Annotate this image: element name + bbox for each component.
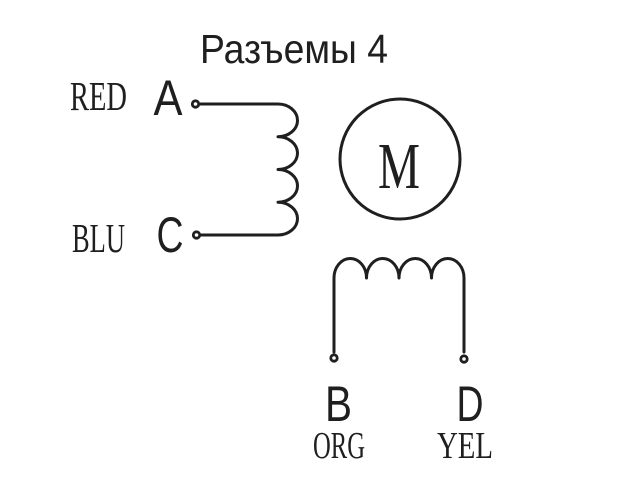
wire-color-label-org: ORG: [313, 425, 365, 467]
winding-bd-group: B ORG D YEL: [313, 257, 493, 467]
pin-label-d: D: [457, 376, 484, 432]
wire-color-label-yel: YEL: [437, 425, 493, 467]
wire-color-label-blu: BLU: [72, 215, 125, 261]
terminal-dot-d: [459, 354, 469, 364]
diagram-title: Разъемы 4: [200, 26, 388, 72]
pin-label-a: A: [154, 70, 184, 126]
pin-label-c: C: [157, 207, 184, 263]
coil-bd: [332, 257, 466, 354]
pin-label-b: B: [325, 376, 352, 432]
motor-group: M: [338, 97, 462, 221]
terminal-dot-a: [190, 99, 201, 109]
motor-label: M: [378, 130, 420, 203]
terminal-dot-b: [329, 353, 339, 363]
motor-body-circle: [338, 97, 462, 221]
wire-color-label-red: RED: [70, 73, 127, 119]
winding-ac-group: RED A BLU C: [70, 70, 299, 263]
terminal-dot-c: [191, 230, 202, 240]
coil-ac: [199, 102, 299, 237]
